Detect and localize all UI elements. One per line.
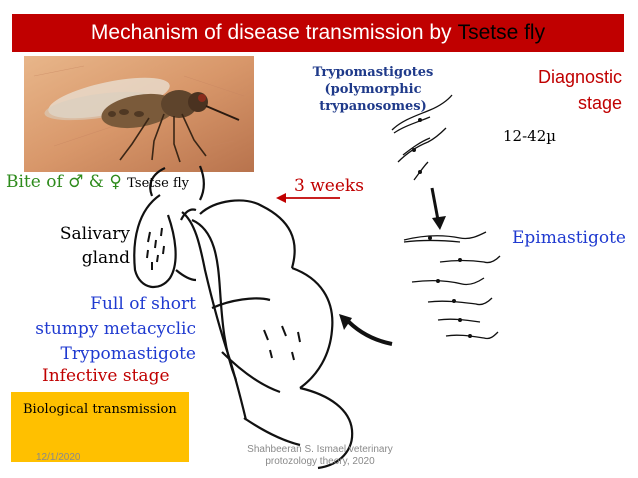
trypomastigotes-line3: trypanosomes) [319,99,427,114]
title-bar: Mechanism of disease transmission by Tse… [12,14,624,52]
diagnostic-stage-label: Diagnostic stage [500,64,622,116]
diagnostic-line1: Diagnostic [537,67,622,87]
bite-suffix: Tsetse fly [127,176,189,191]
size-label: 12-42µ [503,127,556,145]
bite-label: Bite of ♂ & ♀ Tsetse fly [6,172,189,192]
footer-credit: Shahbeeran S. Ismael veterinary protozol… [240,444,400,468]
infective-stage-label: Infective stage [42,366,170,386]
trypomastigotes-line2: (polymorphic [324,82,422,97]
metacyclic-label: Full of short stumpy metacyclic Trypomas… [14,292,196,367]
title-text: Mechanism of disease transmission by [90,21,452,44]
tsetse-fly-photo [24,56,254,172]
salivary-line2: gland [81,248,130,268]
footer-credit-line2: protozology theory, 2020 [265,456,375,467]
title-highlight: Tsetse fly [457,21,546,44]
metacyclic-line3: Trypomastigote [60,344,196,364]
metacyclic-line2: stumpy metacyclic [35,319,196,339]
bite-prefix: Bite of ♂ & ♀ [6,172,122,192]
diagnostic-line2: stage [577,93,622,113]
biological-transmission-box: Biological transmission [11,392,189,462]
footer-date: 12/1/2020 [36,452,81,463]
weeks-label: 3 weeks [294,176,364,196]
trypomastigotes-label: Trypomastigotes (polymorphic trypanosome… [300,64,446,115]
salivary-line1: Salivary [59,224,130,244]
salivary-gland-label: Salivary gland [58,222,130,270]
footer-credit-line1: Shahbeeran S. Ismael veterinary [247,444,393,455]
trypomastigotes-line1: Trypomastigotes [312,65,434,80]
metacyclic-line1: Full of short [90,294,196,314]
biological-transmission-text: Biological transmission [23,402,177,417]
epimastigote-label: Epimastigote [512,228,626,248]
